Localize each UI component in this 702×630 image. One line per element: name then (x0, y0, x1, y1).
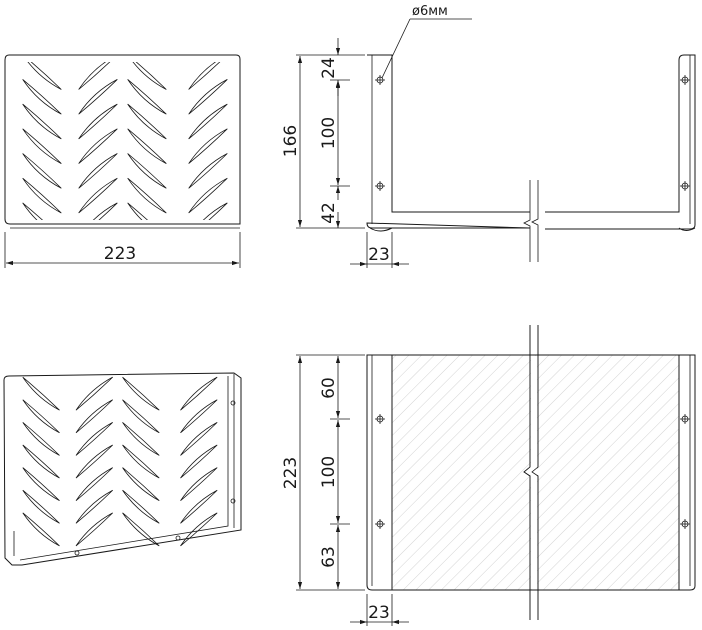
leaf-cutout (188, 153, 228, 189)
leaf-cutout (180, 512, 218, 547)
dim-plan-top-label: 60 (319, 377, 339, 399)
dim-plan-mid-label: 100 (319, 456, 339, 488)
plan-hole-marks (375, 414, 690, 529)
front-panel-outline (4, 54, 241, 225)
plan-right-flange (678, 354, 696, 591)
leaf-cutout (75, 376, 113, 411)
dim-side-total-label: 166 (281, 125, 301, 157)
leaf-cutout (22, 444, 60, 479)
leaf-cutout (122, 444, 160, 479)
dim-plan-bottom-label: 63 (319, 546, 339, 568)
leaf-cutout (78, 128, 118, 164)
leaf-cutout (122, 489, 160, 524)
isometric-view (3, 372, 242, 566)
leaf-cutout (78, 153, 118, 189)
leaf-cutout (122, 467, 160, 502)
dim-side-mid-label: 100 (319, 117, 339, 149)
leaf-cutout (188, 128, 228, 164)
leaf-cutout (122, 399, 160, 434)
dim-plan-flange: 23 (350, 594, 409, 626)
leaf-cutout (22, 128, 62, 164)
dim-plan-flange-label: 23 (368, 603, 390, 623)
leaf-cutout (127, 103, 167, 140)
leaf-cutout (22, 467, 60, 502)
leaf-cutout (75, 512, 113, 547)
left-bracket-outline (366, 54, 531, 229)
leaf-cutout (22, 422, 60, 456)
leaf-cutout (75, 422, 113, 456)
dim-front-width-label: 223 (104, 244, 136, 264)
leaf-cutout (202, 202, 228, 220)
leaf-cutout (22, 376, 60, 411)
leaf-cutout (78, 79, 118, 115)
leaf-cutout (78, 177, 118, 214)
side-view (366, 54, 696, 262)
leaf-cutout (22, 153, 62, 189)
dim-front-width: 223 (4, 232, 241, 268)
leaf-cutout (127, 153, 167, 189)
iso-leaf-pattern (22, 376, 218, 547)
leaf-cutout (22, 489, 60, 524)
leaf-cutout (180, 376, 218, 411)
leaf-cutout (127, 202, 149, 220)
dim-plan-total-label: 223 (281, 457, 301, 489)
leaf-cutout (127, 128, 167, 164)
leaf-cutout (188, 62, 221, 90)
leaf-cutout (75, 467, 113, 501)
front-view (4, 54, 241, 229)
leaf-cutout-pattern (22, 62, 228, 220)
leaf-cutout (180, 489, 218, 524)
leaf-cutout (22, 103, 62, 140)
plan-left-flange (366, 354, 393, 591)
leaf-cutout (27, 62, 62, 90)
dim-side-flange: 23 (350, 232, 409, 268)
dim-side-top-label: 24 (319, 57, 339, 79)
leaf-cutout (180, 444, 218, 479)
leaf-cutout (75, 444, 113, 479)
leaf-cutout (122, 422, 160, 456)
dim-side-flange-label: 23 (368, 245, 390, 265)
dim-side-vertical: 166 24 100 42 (281, 38, 365, 229)
leaf-cutout (22, 79, 62, 115)
leaf-cutout (22, 202, 44, 220)
leaf-cutout (22, 512, 60, 547)
dim-hole-diameter: ø6мм (381, 4, 472, 79)
leaf-cutout (78, 62, 111, 90)
leaf-cutout (127, 79, 167, 115)
leaf-cutout (127, 177, 167, 214)
leaf-cutout (78, 103, 118, 140)
leaf-cutout (180, 422, 218, 456)
leaf-cutout (188, 177, 228, 214)
leaf-cutout (188, 79, 228, 115)
leaf-cutout (180, 467, 218, 501)
dim-side-bottom-label: 42 (319, 202, 339, 224)
leaf-cutout (75, 489, 113, 524)
leaf-cutout (92, 202, 118, 220)
leaf-cutout (22, 399, 60, 434)
dim-plan-vertical: 223 60 100 63 (281, 354, 365, 591)
leaf-cutout (122, 376, 160, 411)
hole-marks (375, 75, 690, 191)
dim-hole-diameter-label: ø6мм (412, 4, 448, 19)
leaf-cutout (122, 512, 160, 547)
leaf-cutout (22, 177, 62, 214)
leaf-cutout (75, 399, 113, 434)
plan-view (366, 325, 696, 620)
leaf-cutout (132, 62, 167, 90)
leaf-cutout (180, 399, 218, 434)
leaf-cutout (188, 103, 228, 140)
iso-panel-outline (3, 372, 242, 566)
